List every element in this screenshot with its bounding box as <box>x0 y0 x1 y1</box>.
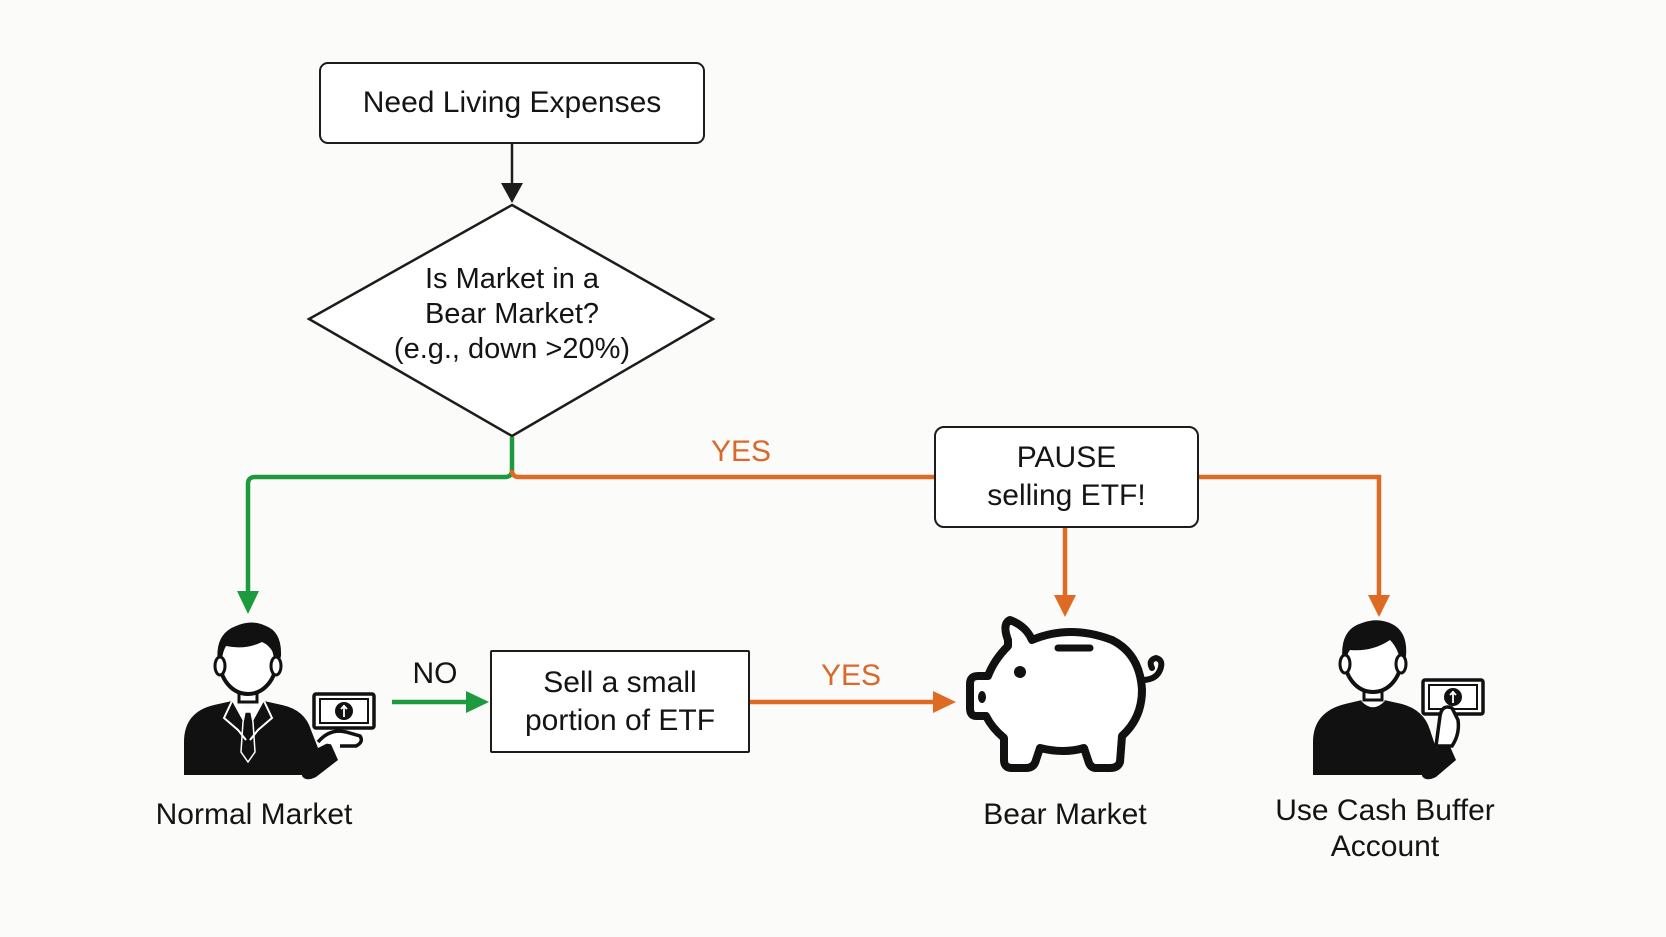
green-arrowhead-to-normal-market <box>237 591 259 614</box>
orange-arrowhead-to-cash-buffer <box>1368 595 1390 617</box>
bear-market-label: Bear Market <box>983 798 1147 831</box>
sell-line-2: portion of ETF <box>524 703 716 737</box>
sell-line-1: Sell a small <box>543 665 697 699</box>
decision-line-3: (e.g., down >20%) <box>393 333 631 365</box>
arrowhead-start-to-decision <box>501 183 523 203</box>
sell-box: Sell a small portion of ETF <box>490 650 750 753</box>
normal-market-label: Normal Market <box>155 798 353 831</box>
orange-connector-pause-to-cash-buffer <box>1198 474 1382 596</box>
edge-label-no: NO <box>412 657 458 690</box>
decision-line-1: Is Market in a <box>424 263 600 295</box>
pause-line-2: selling ETF! <box>987 479 1146 512</box>
edge-label-yes-top: YES <box>710 435 772 468</box>
cash-buffer-line-1: Use Cash Buffer <box>1275 794 1495 827</box>
start-label: Need Living Expenses <box>362 86 662 119</box>
pause-line-1: PAUSE <box>1016 441 1117 474</box>
start-box: Need Living Expenses <box>319 62 705 144</box>
cash-buffer-line-2: Account <box>1330 830 1440 863</box>
orange-arrowhead-to-bear <box>1054 595 1076 617</box>
decision-label: Is Market in a Bear Market? (e.g., down … <box>362 262 662 367</box>
decision-line-2: Bear Market? <box>424 298 600 330</box>
pause-box: PAUSE selling ETF! <box>934 426 1199 528</box>
person-holding-cash-icon <box>1313 620 1485 780</box>
orange-arrowhead-sell-to-bear <box>933 691 956 713</box>
green-arrowhead-to-sell <box>466 691 489 713</box>
green-connector-to-normal-market <box>245 437 515 592</box>
piggy-bank-icon <box>966 616 1165 772</box>
orange-connector-to-pause <box>509 469 934 480</box>
decision-diamond <box>306 203 716 438</box>
edge-label-yes-bottom: YES <box>820 659 882 692</box>
cash-buffer-label: Use Cash Buffer Account <box>1245 793 1525 865</box>
businessman-holding-cash-icon <box>184 622 376 780</box>
